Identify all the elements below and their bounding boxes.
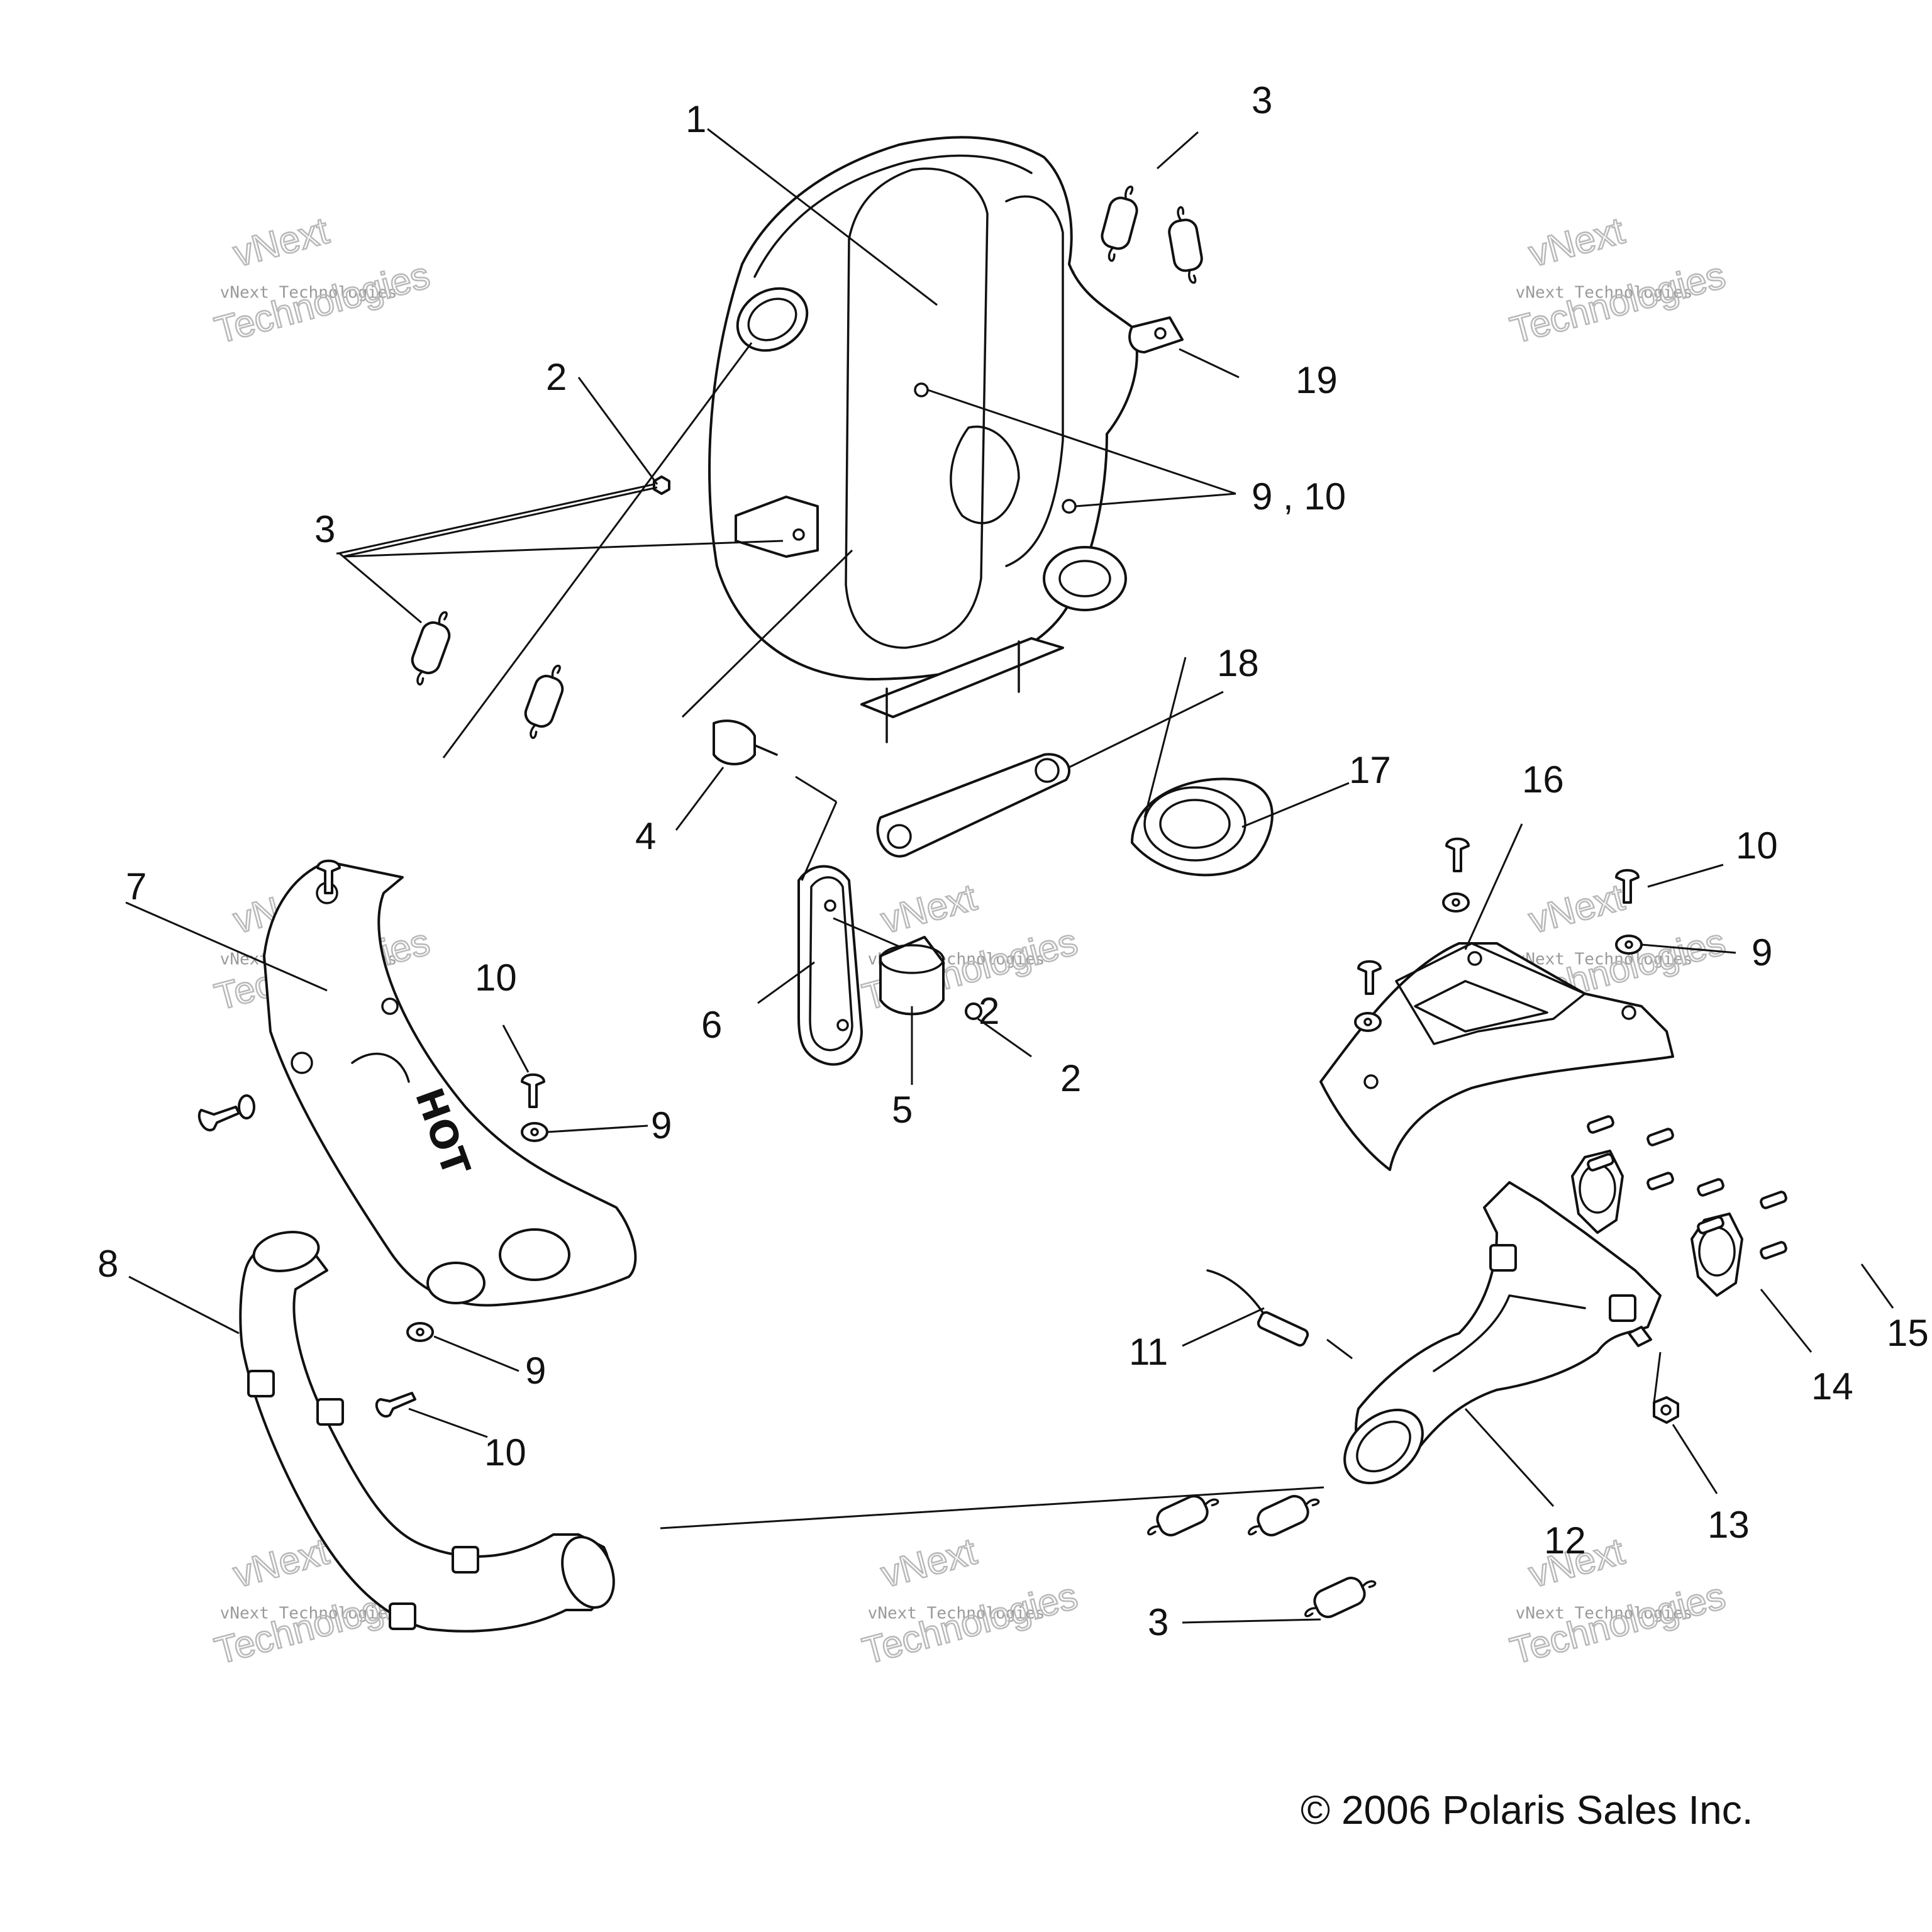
bolt-part-f [375,1392,416,1418]
callout-18: 18 [1217,642,1259,684]
stud-part-2 [1646,1128,1674,1146]
callout-9-left: 9 [651,1104,672,1146]
watermark-bottom-center: vNext vNext Technologies Technologies [857,1529,1082,1673]
spring-part-bottom-a [1147,1495,1219,1536]
callout-16: 16 [1522,758,1564,801]
rubber-mount-part [713,719,778,765]
leader-lines [125,128,1894,1624]
bolt-part-e [1357,960,1382,995]
stud-part-4 [1646,1172,1674,1191]
washer-part-e [238,1094,255,1119]
svg-text:vNext Technologies: vNext Technologies [1516,283,1693,302]
bolt-part-b [521,1073,545,1108]
stud-part-5 [1697,1178,1724,1197]
gasket-plate-part [797,865,863,1066]
spring-part-left-a [411,611,451,686]
callout-10-bottom: 10 [484,1431,526,1474]
stud-part-8 [1760,1241,1787,1260]
callout-3-top: 3 [1252,79,1272,121]
watermark-bottom-right: vNext vNext Technologies Technologies [1505,1529,1730,1673]
callout-4: 4 [635,815,656,857]
exhaust-manifold-part [1343,1181,1662,1485]
nut-part-a [653,475,670,495]
svg-text:vNext: vNext [877,1530,981,1596]
callout-2-top: 2 [546,356,567,398]
callout-1: 1 [686,98,706,140]
callout-labels: 1 2 3 19 9 , 10 3 2 4 18 17 6 5 2 7 10 9… [97,79,1929,1643]
callout-3-bottom: 3 [1148,1601,1169,1643]
stud-part-6 [1760,1191,1787,1209]
spring-part-bottom-c [1304,1577,1377,1618]
callout-14: 14 [1811,1365,1853,1407]
bolt-part-c [1445,837,1470,872]
exhaust-gasket-part-a [1571,1150,1624,1234]
svg-text:vNext Technologies: vNext Technologies [868,1604,1045,1623]
manifold-heat-shield-part [1319,942,1674,1171]
gasket-ring-part [1131,777,1274,877]
callout-7: 7 [126,865,147,908]
copyright-notice: © 2006 Polaris Sales Inc. [1301,1787,1753,1833]
svg-text:vNext Technologies: vNext Technologies [1516,1604,1693,1623]
callout-9-right: 9 [1752,931,1772,974]
callout-12: 12 [1544,1519,1586,1562]
washer-part-d [1615,935,1643,955]
washer-part-f [1354,1012,1382,1032]
svg-text:vNext Technologies: vNext Technologies [1516,950,1693,969]
svg-text:vNext: vNext [1524,876,1629,941]
spring-part-top-right-b [1168,206,1203,284]
callout-19: 19 [1296,359,1338,401]
bolt-part-g [197,1106,240,1131]
callout-9-10: 9 , 10 [1252,475,1346,518]
callout-2-right: 2 [979,990,999,1032]
callout-10-left: 10 [475,957,517,999]
svg-text:vNext: vNext [229,209,333,275]
callout-9-bottom: 9 [525,1350,546,1392]
stud-part-7 [1697,1216,1724,1235]
bolt-part-d [1615,869,1640,904]
spring-part-left-b [524,664,564,740]
callout-8: 8 [97,1243,118,1285]
svg-text:vNext: vNext [229,1530,333,1596]
muffler-part [708,136,1138,743]
clip-part [1128,316,1184,353]
head-pipe-part [239,1231,615,1633]
washer-part-a [521,1122,548,1142]
svg-text:vNext Technologies: vNext Technologies [220,283,397,302]
stud-part-3 [1587,1153,1614,1172]
stud-part-1 [1587,1115,1614,1134]
bolt-part-a [316,859,341,894]
mount-strap-part [876,753,1070,858]
callout-13: 13 [1707,1504,1750,1546]
svg-text:vNext: vNext [877,876,981,941]
nut-part [1653,1396,1679,1424]
callout-6: 6 [701,1004,722,1046]
callout-10-right: 10 [1736,824,1778,867]
oxygen-sensor-part [1206,1269,1309,1347]
callout-11: 11 [1129,1331,1168,1373]
spring-part-top-right-a [1101,186,1138,262]
spring-part-bottom-b [1248,1495,1320,1536]
svg-text:vNext: vNext [1524,209,1629,275]
watermark-top-left: vNext vNext Technologies Technologies [209,208,435,352]
callout-3-left: 3 [314,508,335,550]
washer-part-c [1442,892,1470,913]
callout-15: 15 [1887,1312,1929,1354]
heat-shield-part: HOT [263,860,637,1307]
watermark-top-right: vNext vNext Technologies Technologies [1505,208,1730,352]
washer-part-b [406,1322,434,1342]
callout-5: 5 [892,1089,913,1131]
svg-text:vNext Technologies: vNext Technologies [220,1604,397,1623]
bushing-part [879,936,982,1020]
callout-17: 17 [1349,749,1391,791]
callout-2-middle: 2 [1060,1057,1081,1099]
